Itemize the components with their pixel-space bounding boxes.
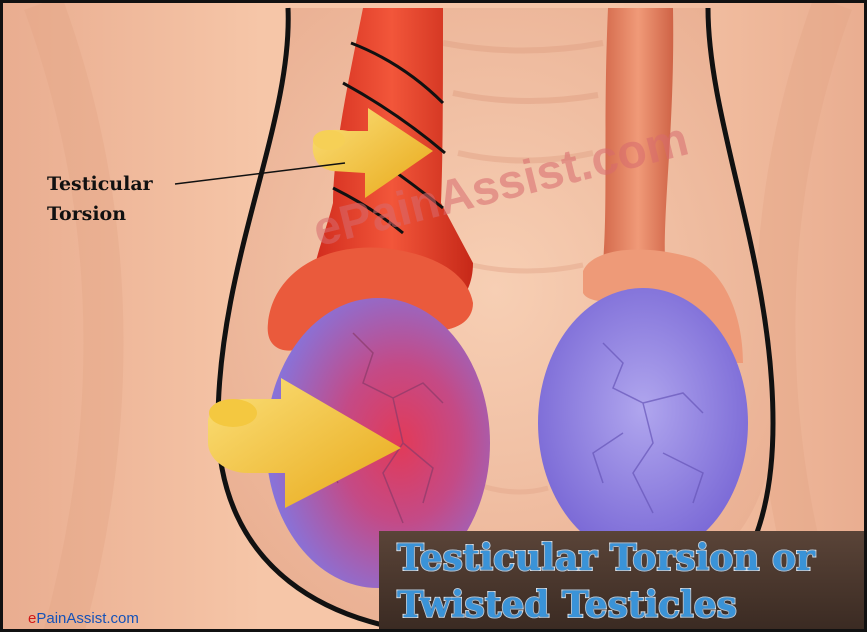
title-banner: Testicular Torsion or Twisted Testicles (379, 531, 867, 632)
banner-title-line2: Twisted Testicles (397, 582, 815, 629)
torsion-label: Testicular Torsion (47, 169, 153, 229)
banner-title-line1: Testicular Torsion or (397, 535, 815, 582)
brand-logo-rest: PainAssist.com (36, 610, 139, 627)
banner-title: Testicular Torsion or Twisted Testicles (397, 535, 815, 629)
torsion-label-line1: Testicular (47, 169, 153, 199)
brand-logo: ePainAssist.com (28, 610, 139, 627)
torsion-label-line2: Torsion (47, 199, 153, 229)
